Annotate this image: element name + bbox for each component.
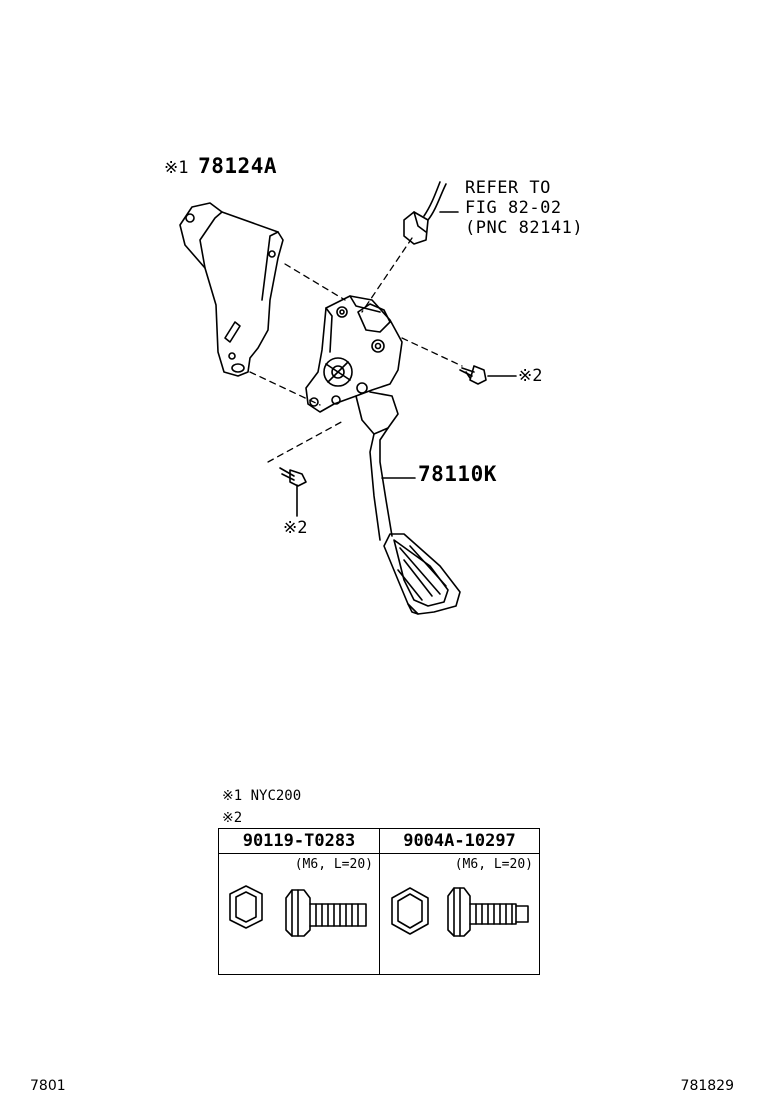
note-2: ※2 [222, 810, 243, 826]
alignment-lines [249, 237, 463, 463]
pedal-part-number: 78110K [418, 462, 497, 486]
refer-callout: REFER TO FIG 82-02 (PNC 82141) [465, 178, 583, 238]
footer-left-code: 7801 [30, 1078, 66, 1094]
bolt-parts-table: 90119-T0283 9004A-10297 (M6, L=20) (M6, … [218, 828, 540, 975]
bracket-callout: ※1 78124A [164, 154, 277, 178]
note-1: ※1 NYC200 [222, 788, 302, 804]
bolt-left-drawing [279, 467, 307, 487]
table-spec-1: (M6, L=20) [218, 853, 380, 876]
bolt-right-drawing [459, 365, 487, 385]
table-figure-row [218, 876, 540, 975]
table-spec-2: (M6, L=20) [379, 853, 540, 876]
table-figure-cell-2 [379, 876, 540, 975]
table-part-number-1: 90119-T0283 [218, 828, 380, 854]
bracket-part-number: 78124A [198, 154, 277, 178]
footer-right-code: 781829 [680, 1078, 734, 1094]
refer-line-3: (PNC 82141) [465, 218, 584, 238]
pedal-bracket-drawing [179, 202, 284, 377]
bolt-left-mark: ※2 [283, 518, 308, 538]
bolt-right-mark: ※2 [518, 366, 543, 386]
table-figure-cell-1 [218, 876, 380, 975]
pedal-assembly-drawing [305, 295, 461, 615]
table-spec-row: (M6, L=20) (M6, L=20) [218, 853, 540, 876]
table-header-row: 90119-T0283 9004A-10297 [218, 828, 540, 854]
refer-line-1: REFER TO [465, 178, 551, 198]
refer-line-2: FIG 82-02 [465, 198, 562, 218]
table-part-number-2: 9004A-10297 [379, 828, 540, 854]
connector-drawing [403, 181, 459, 245]
bracket-mark: ※1 [164, 158, 189, 178]
